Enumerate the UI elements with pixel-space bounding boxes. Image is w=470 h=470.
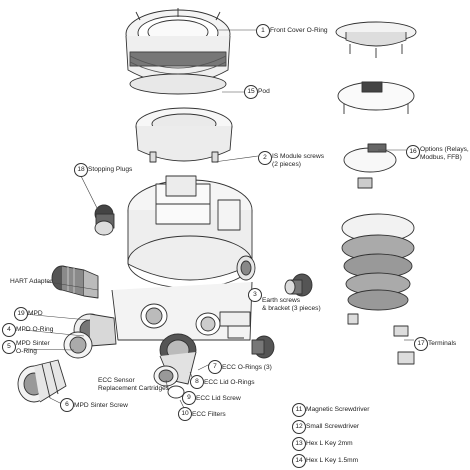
callout-label-hart-adapter: HART Adapter (10, 278, 53, 285)
pod-drawing (136, 108, 232, 162)
callout-number-7: 7 (208, 360, 222, 374)
callout-number-4: 4 (2, 323, 16, 337)
callout-label-terminals: Terminals (428, 340, 457, 347)
right-plug-drawing (285, 274, 312, 296)
callout-number-11: 11 (292, 403, 306, 417)
callout-label-ecc-lid-screw: ECC Lid Screw (196, 395, 241, 402)
leader-lines (23, 29, 414, 413)
stopping-plug-drawing (95, 205, 114, 235)
callout-number-16: 16 (406, 145, 420, 159)
callout-number-12: 12 (292, 420, 306, 434)
callout-label-small-screwdriver: Small Screwdriver (306, 423, 360, 430)
callout-label-pod: Pod (258, 88, 270, 95)
options-boards-drawing (336, 22, 416, 364)
front-cover-drawing (126, 8, 230, 94)
callout-number-19: 19 (14, 307, 28, 321)
mpd-sinter-screw-drawing (18, 360, 66, 402)
housing-drawing (112, 176, 255, 340)
callout-label-ecc-filters: ECC Filters (192, 411, 226, 418)
callout-number-5: 5 (2, 340, 16, 354)
callout-number-2: 2 (258, 151, 272, 165)
callout-number-18: 18 (74, 163, 88, 177)
callout-label-is-module-screws: IS Module screws (2 pieces) (272, 153, 325, 168)
callout-label-options: Options (Relays, Modbus, FFB) (420, 146, 469, 161)
ecc-plug-drawing (252, 336, 274, 358)
callout-number-17: 17 (414, 337, 428, 351)
callout-label-stopping-plugs: Stopping Plugs (88, 166, 133, 173)
callout-number-9: 9 (182, 391, 196, 405)
callout-number-8: 8 (190, 375, 204, 389)
callout-label-earth-screws: Earth screws & bracket (3 pieces) (262, 297, 321, 312)
callout-label-ecc-lid-o-rings: ECC Lid O-Rings (204, 379, 255, 386)
callout-label-mpd: MPD (28, 310, 43, 317)
callout-number-13: 13 (292, 437, 306, 451)
callout-number-10: 10 (178, 407, 192, 421)
hart-adapter-drawing (52, 266, 98, 298)
callout-label-hex-l-key-1-5mm: Hex L Key 1.5mm (306, 457, 359, 464)
callout-label-magnetic-screwdriver: Magnetic Screwdriver (306, 406, 370, 413)
callout-number-15: 15 (244, 85, 258, 99)
callout-number-1: 1 (256, 24, 270, 38)
callout-number-14: 14 (292, 454, 306, 468)
callout-label-mpd-o-ring: MPD O-Ring (16, 326, 54, 333)
ecc-cartridge-drawing (154, 334, 196, 398)
callout-label-front-cover-o-ring: Front Cover O-Ring (270, 27, 328, 34)
callout-number-3: 3 (248, 288, 262, 302)
callout-label-mpd-sinter-screw: MPD Sinter Screw (74, 402, 128, 409)
callout-number-6: 6 (60, 398, 74, 412)
mpd-drawing (64, 314, 116, 358)
callout-label-hex-l-key-2mm: Hex L Key 2mm (306, 440, 353, 447)
callout-label-ecc-sensor-cartridges: ECC Sensor Replacement Cartridges (98, 377, 170, 392)
callout-label-mpd-sinter-o-ring: MPD Sinter O-Ring (16, 340, 50, 355)
callout-label-ecc-o-rings: ECC O-Rings (3) (222, 364, 272, 371)
